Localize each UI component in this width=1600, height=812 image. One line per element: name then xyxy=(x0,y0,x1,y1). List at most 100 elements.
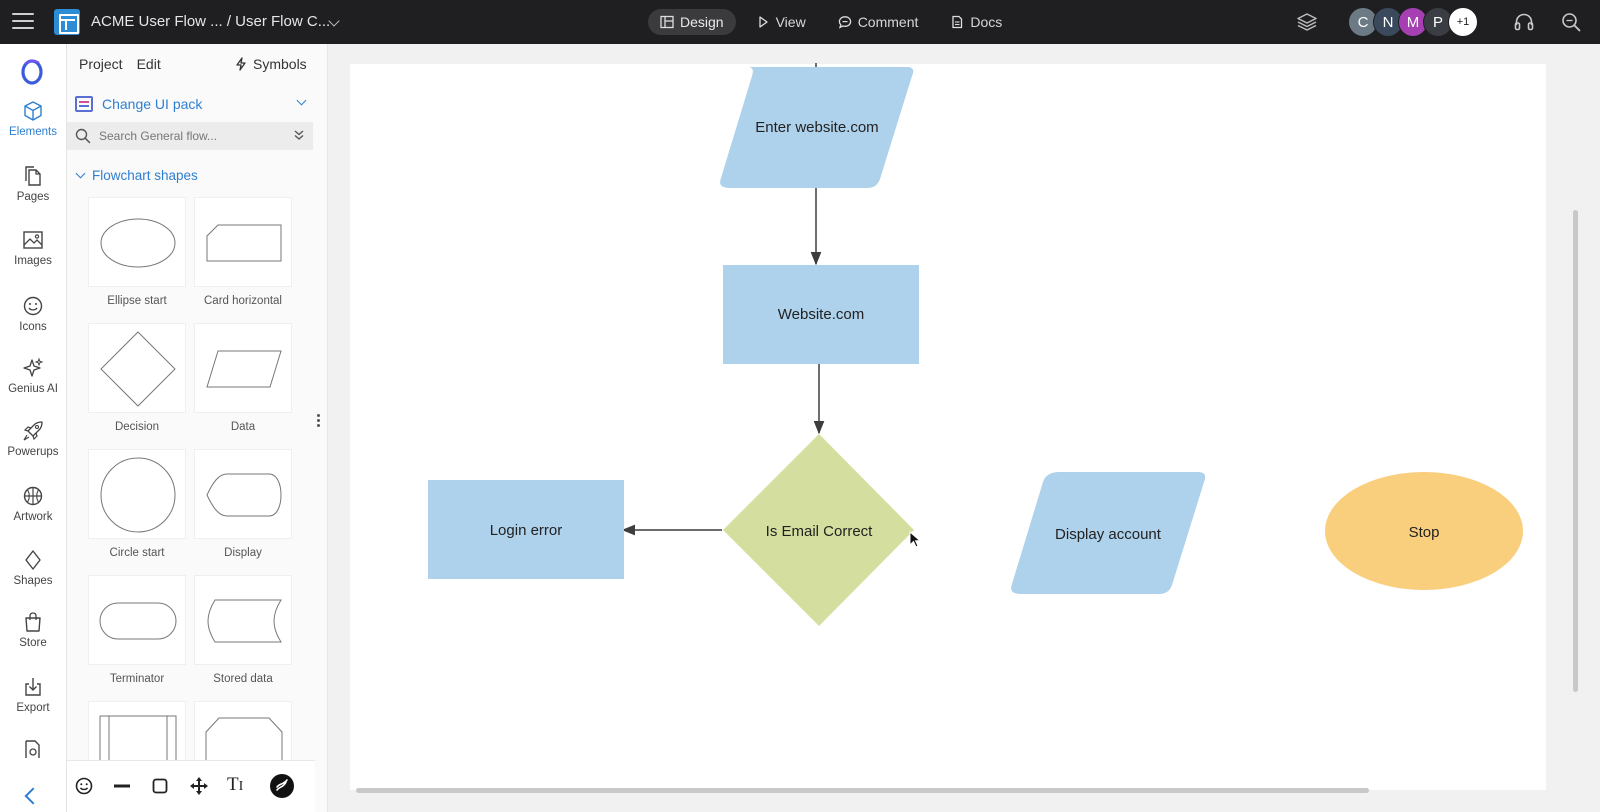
shape-terminator[interactable] xyxy=(88,575,186,665)
rail-item-store[interactable]: Store xyxy=(0,611,66,649)
canvas-page[interactable] xyxy=(350,64,1546,790)
cube-icon xyxy=(24,101,42,121)
search-bar xyxy=(67,122,313,150)
shape-label: Ellipse start xyxy=(107,295,167,307)
image-icon xyxy=(23,231,43,249)
rail-item-powerups[interactable]: Powerups xyxy=(0,420,66,458)
shape-circle-start[interactable] xyxy=(88,449,186,539)
rail-item-icons[interactable]: Icons xyxy=(0,295,66,333)
zoom-search-icon[interactable] xyxy=(1560,11,1582,33)
mode-label: Docs xyxy=(970,14,1003,30)
shape-predefined-process[interactable] xyxy=(88,701,186,792)
shape-decision[interactable] xyxy=(88,323,186,413)
rectangle-tool-icon[interactable] xyxy=(149,775,171,797)
double-chevron-down-icon[interactable] xyxy=(293,129,305,141)
mode-design[interactable]: Design xyxy=(648,9,736,35)
predefined-process-shape-icon xyxy=(99,715,177,792)
diamond-icon xyxy=(25,550,41,570)
panel-resize-handle[interactable] xyxy=(317,414,321,428)
chevron-down-icon xyxy=(75,168,86,179)
shape-preparation[interactable] xyxy=(194,701,292,792)
search-icon xyxy=(75,128,91,144)
mode-docs[interactable]: Docs xyxy=(938,9,1014,35)
layers-icon[interactable] xyxy=(1296,12,1318,32)
headset-icon[interactable] xyxy=(1513,11,1535,33)
shape-display[interactable] xyxy=(194,449,292,539)
shape-ellipse-start[interactable] xyxy=(88,197,186,287)
node-label-display-account[interactable]: Display account xyxy=(1055,525,1161,543)
tab-edit[interactable]: Edit xyxy=(136,56,161,72)
node-label-is-email-correct[interactable]: Is Email Correct xyxy=(765,522,873,540)
shape-label: Display xyxy=(224,547,262,559)
tab-project[interactable]: Project xyxy=(79,56,123,72)
bag-icon xyxy=(25,612,41,632)
rail-label: Images xyxy=(14,255,52,267)
ellipse-shape-icon xyxy=(100,218,176,268)
export-icon xyxy=(25,678,41,696)
text-tool-icon[interactable]: TI xyxy=(227,774,244,795)
node-label-login-error[interactable]: Login error xyxy=(489,521,563,539)
node-label-website[interactable]: Website.com xyxy=(777,305,865,323)
rail-label: Shapes xyxy=(13,575,53,587)
vertical-scrollbar[interactable] xyxy=(1573,210,1578,692)
shape-label: Stored data xyxy=(213,673,273,685)
mouse-cursor-icon xyxy=(909,531,922,548)
collapse-panel-icon[interactable] xyxy=(24,787,42,805)
parallelogram-shape-icon xyxy=(206,350,282,388)
card-shape-icon xyxy=(206,224,282,262)
pen-tool-icon[interactable] xyxy=(269,773,295,799)
node-label-stop[interactable]: Stop xyxy=(1408,523,1440,541)
line-tool-icon[interactable] xyxy=(111,775,133,797)
top-bar: ACME User Flow ... / User Flow C... Desi… xyxy=(0,0,1600,44)
circle-shape-icon xyxy=(100,457,176,533)
rail-item-artwork[interactable]: Artwork xyxy=(0,485,66,523)
search-input[interactable] xyxy=(99,129,279,143)
change-ui-pack-button[interactable]: Change UI pack xyxy=(75,92,313,116)
rail-item-images[interactable]: Images xyxy=(0,229,66,267)
emoji-tool-icon[interactable] xyxy=(73,775,95,797)
mode-label: Design xyxy=(680,14,724,30)
rail-item-shapes[interactable]: Shapes xyxy=(0,549,66,587)
symbols-button[interactable]: Symbols xyxy=(235,56,307,72)
mode-view[interactable]: View xyxy=(744,9,818,35)
section-flowchart-shapes[interactable]: Flowchart shapes xyxy=(75,168,198,183)
mode-label: Comment xyxy=(857,14,919,30)
mode-comment[interactable]: Comment xyxy=(826,9,931,35)
brand-logo[interactable] xyxy=(20,58,44,86)
document-icon xyxy=(952,15,963,29)
shape-stored-data[interactable] xyxy=(194,575,292,665)
sparkle-icon xyxy=(23,357,44,377)
play-icon xyxy=(758,16,768,28)
panel-tabs: Project Edit xyxy=(79,56,161,72)
diamond-shape-icon xyxy=(100,331,176,407)
rail-label: Artwork xyxy=(13,511,53,523)
shape-data[interactable] xyxy=(194,323,292,413)
comment-icon xyxy=(838,16,851,29)
shape-label: Circle start xyxy=(109,547,165,559)
document-title[interactable]: ACME User Flow ... / User Flow C... xyxy=(91,13,331,30)
rail-item-elements[interactable]: Elements xyxy=(0,100,66,138)
ui-pack-label: Change UI pack xyxy=(102,96,203,112)
menu-icon[interactable] xyxy=(12,13,34,31)
elements-panel: Project Edit Symbols Change UI pack Flow… xyxy=(67,44,328,812)
section-title: Flowchart shapes xyxy=(92,168,198,183)
mode-label: View xyxy=(775,14,806,30)
move-tool-icon[interactable] xyxy=(188,775,210,797)
rail-item-pages[interactable]: Pages xyxy=(0,165,66,203)
horizontal-scrollbar[interactable] xyxy=(356,788,1369,793)
node-label-enter-website[interactable]: Enter website.com xyxy=(755,118,879,136)
rail-label: Store xyxy=(19,637,47,649)
shape-label: Card horizontal xyxy=(204,295,282,307)
file-settings-icon[interactable] xyxy=(22,740,44,758)
preparation-shape-icon xyxy=(205,717,283,792)
shape-card-horizontal[interactable] xyxy=(194,197,292,287)
rocket-icon xyxy=(23,421,43,441)
more-collaborators-badge[interactable]: +1 xyxy=(1448,7,1478,37)
app-logo[interactable] xyxy=(54,9,80,35)
rail-item-genius-ai[interactable]: Genius AI xyxy=(0,357,66,395)
display-shape-icon xyxy=(206,473,282,517)
shape-label: Terminator xyxy=(109,673,165,685)
canvas-area[interactable] xyxy=(328,44,1600,812)
quick-tools-bar: TI xyxy=(67,760,315,812)
rail-item-export[interactable]: Export xyxy=(0,676,66,714)
